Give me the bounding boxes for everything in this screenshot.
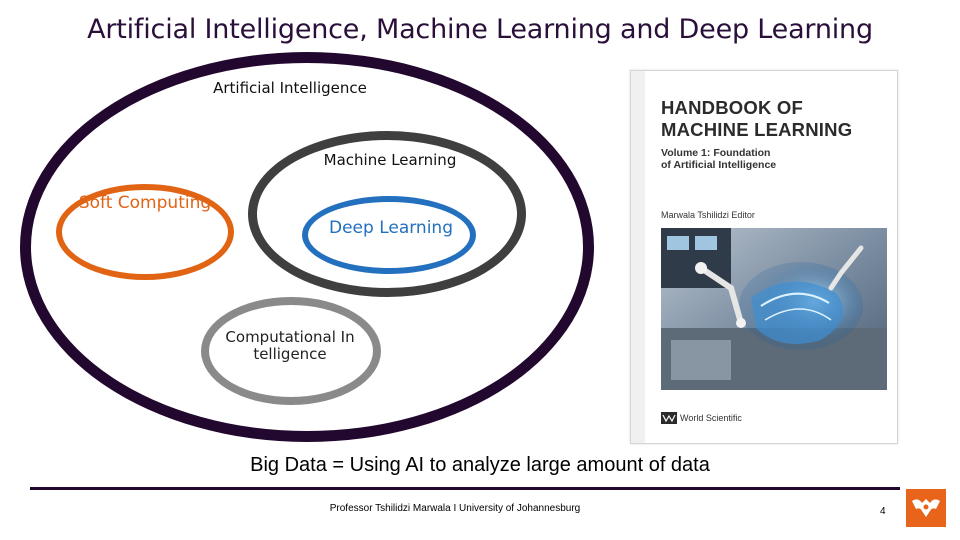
book-title: HANDBOOK OF MACHINE LEARNING [661, 97, 853, 140]
book-publisher: World Scientific [661, 412, 742, 424]
book-cover-image [661, 228, 887, 390]
soft-computing-label: Soft Computing [78, 193, 212, 213]
soft-computing-ellipse [56, 184, 234, 280]
big-data-caption: Big Data = Using AI to analyze large amo… [250, 454, 710, 476]
ai-ellipse [20, 52, 594, 442]
book-cover: HANDBOOK OF MACHINE LEARNING Volume 1: F… [630, 70, 898, 444]
deep-learning-ellipse [302, 196, 476, 274]
publisher-logo-icon [661, 412, 677, 424]
university-logo-icon [906, 489, 946, 527]
page-number: 4 [880, 506, 886, 517]
computational-intelligence-ellipse [201, 297, 381, 405]
footer-text: Professor Tshilidzi Marwala I University… [329, 503, 581, 514]
book-subtitle: Volume 1: Foundation of Artificial Intel… [661, 147, 777, 171]
book-publisher-label: World Scientific [680, 413, 742, 423]
computational-intelligence-label: Computational Intelligence [225, 328, 355, 364]
book-editor: Marwala Tshilidzi Editor [661, 210, 755, 220]
university-logo-mark-icon [912, 499, 940, 517]
ml-ellipse [248, 131, 526, 297]
ai-label: Artificial Intelligence [213, 79, 367, 97]
ml-label: Machine Learning [323, 151, 457, 169]
deep-learning-label: Deep Learning [328, 218, 453, 238]
footer-divider [30, 487, 900, 490]
slide-title: Artificial Intelligence, Machine Learnin… [87, 14, 873, 45]
book-spine [631, 71, 645, 443]
